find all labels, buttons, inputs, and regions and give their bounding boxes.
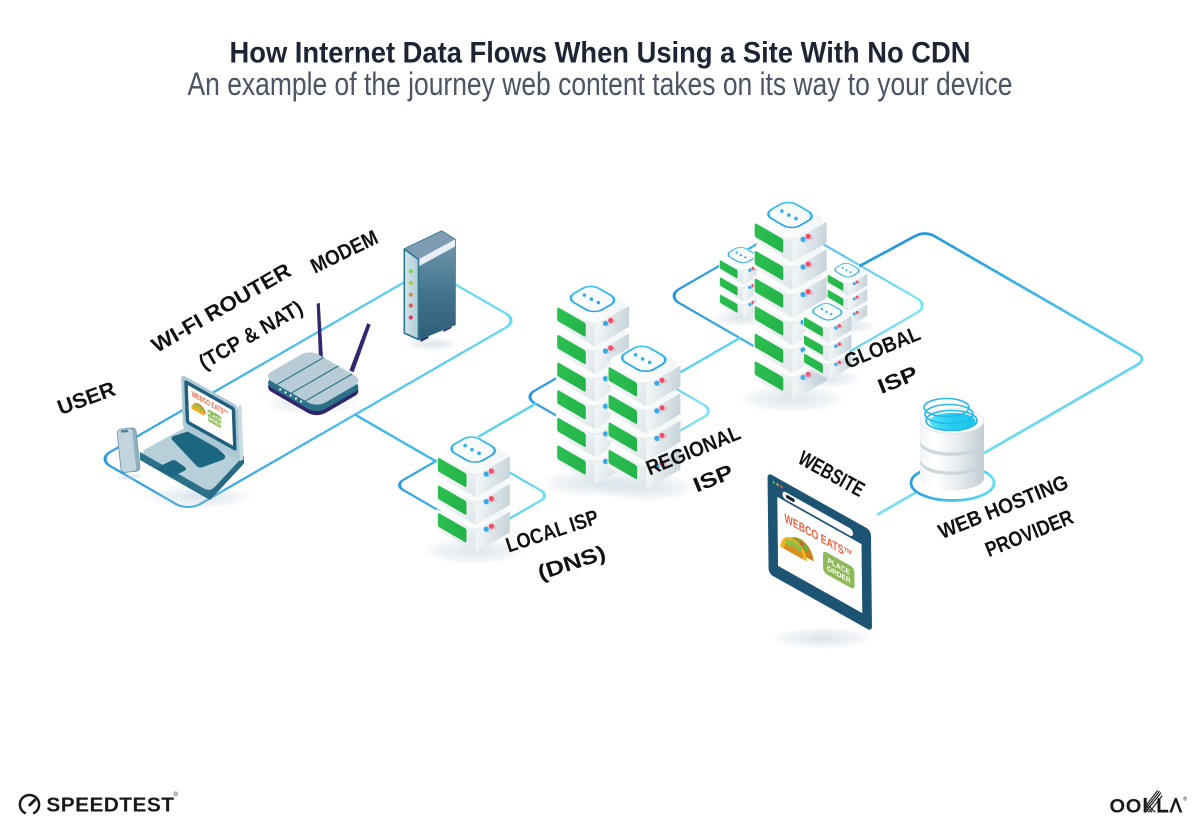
- svg-text:MODEM: MODEM: [307, 226, 382, 278]
- svg-text:ISP: ISP: [875, 362, 922, 399]
- svg-text:WEBSITE: WEBSITE: [794, 447, 868, 502]
- svg-text:®: ®: [174, 792, 179, 799]
- svg-text:An example of the journey web: An example of the journey web content ta…: [188, 66, 1013, 102]
- svg-text:(DNS): (DNS): [535, 541, 609, 585]
- svg-text:USER: USER: [54, 378, 118, 420]
- svg-text:®: ®: [1183, 796, 1187, 803]
- svg-text:SPEEDTEST: SPEEDTEST: [46, 795, 174, 817]
- svg-text:OO: OO: [1110, 796, 1143, 818]
- svg-text:ISP: ISP: [690, 461, 737, 498]
- svg-text:How Internet Data Flows When U: How Internet Data Flows When Using a Sit…: [230, 37, 971, 70]
